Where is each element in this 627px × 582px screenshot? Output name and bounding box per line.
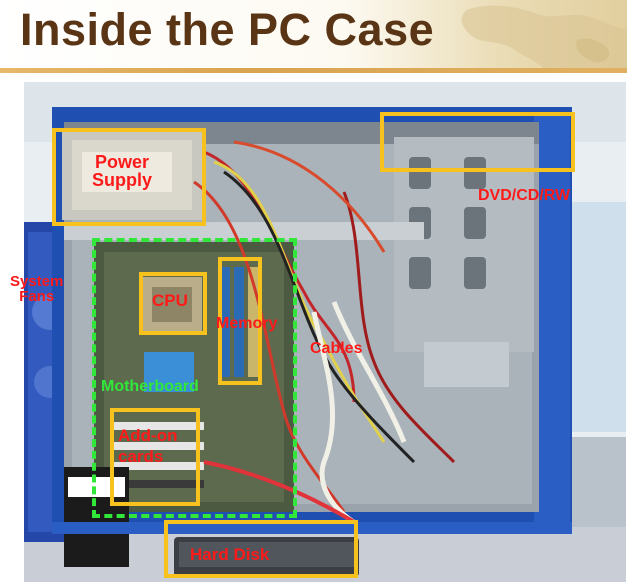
pc-case-photo — [24, 82, 626, 582]
dvd-label: DVD/CD/RW — [478, 187, 571, 204]
hard-disk-label: Hard Disk — [190, 545, 270, 564]
system-fans-label: System Fans — [10, 274, 63, 304]
cpu-box — [139, 272, 207, 335]
power-supply-label-line2: Supply — [92, 170, 153, 190]
dvd-drive-box — [380, 112, 575, 172]
addon-cards-label-line2: cards — [118, 447, 164, 466]
addon-cards-label-line1: Add-on — [118, 426, 178, 445]
cables-label: Cables — [310, 340, 363, 357]
pc-case-illustration — [24, 82, 626, 582]
power-supply-box — [52, 128, 206, 226]
motherboard-label: Motherboard — [101, 378, 199, 395]
world-map-watermark-icon — [461, 5, 627, 72]
cpu-label: CPU — [152, 291, 188, 310]
memory-label: Memory — [216, 315, 278, 332]
motherboard-outline — [92, 238, 297, 518]
system-fans-label-line1: System — [10, 273, 64, 290]
power-supply-label-line1: Power — [94, 152, 150, 172]
system-fans-label-line2: Fans — [19, 288, 55, 305]
power-supply-label: Power Supply — [92, 153, 152, 189]
slide-header: Inside the PC Case — [0, 0, 627, 72]
slide-title: Inside the PC Case — [20, 4, 435, 55]
hard-disk-box — [164, 520, 358, 578]
header-divider — [0, 68, 627, 73]
addon-cards-box — [110, 408, 200, 506]
addon-cards-label: Add-on cards — [118, 427, 177, 465]
memory-box — [218, 257, 262, 385]
